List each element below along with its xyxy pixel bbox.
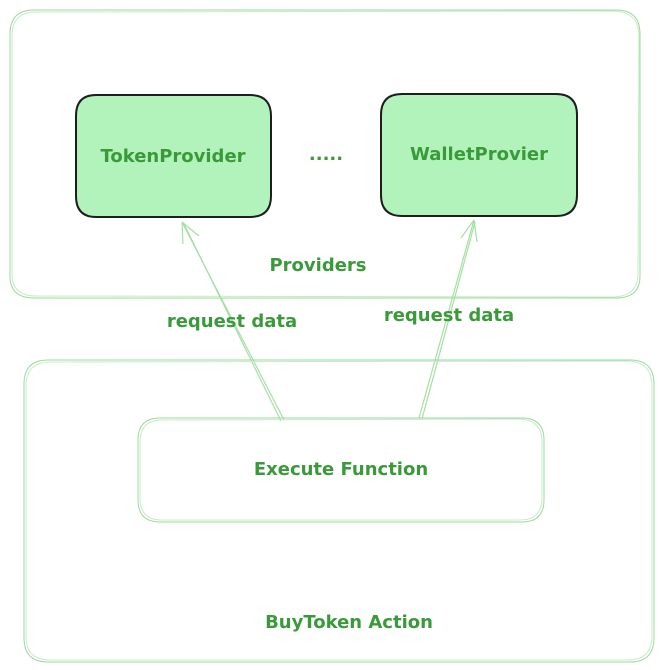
token-provider-box xyxy=(75,94,272,218)
action-group-border xyxy=(23,359,655,663)
execute-function-label: Execute Function xyxy=(254,459,428,480)
request-arrows: request data request data xyxy=(167,219,514,422)
token-provider-node[interactable]: TokenProvider xyxy=(75,94,272,218)
arrow-left-line-sketch xyxy=(183,223,282,422)
providers-group-border xyxy=(9,9,641,299)
providers-ellipsis: ..... xyxy=(309,144,343,165)
wallet-provider-box xyxy=(380,93,578,217)
token-provider-label: TokenProvider xyxy=(100,146,245,167)
execute-function-node[interactable]: Execute Function xyxy=(137,417,545,523)
execute-function-box xyxy=(137,417,545,523)
arrow-right-line xyxy=(418,219,475,419)
wallet-provider-node[interactable]: WalletProvier xyxy=(380,93,578,217)
arrow-right-head xyxy=(460,219,478,243)
arrow-left-head xyxy=(181,221,200,245)
buytoken-action-group: Execute Function BuyToken Action xyxy=(23,359,655,663)
arrow-to-wallet-provider[interactable]: request data xyxy=(384,219,514,420)
providers-group-border-sketch xyxy=(11,10,640,298)
arrow-to-token-provider[interactable]: request data xyxy=(167,221,297,422)
action-group-label: BuyToken Action xyxy=(265,612,433,633)
left-request-data-label: request data xyxy=(167,311,297,332)
arrow-right-line-sketch xyxy=(421,221,476,420)
action-group-border-sketch xyxy=(25,360,653,661)
providers-group-label: Providers xyxy=(269,255,366,276)
right-request-data-label: request data xyxy=(384,305,514,326)
providers-group: TokenProvider ..... WalletProvier Provid… xyxy=(9,9,641,299)
execute-function-box-sketch xyxy=(139,418,543,521)
wallet-provider-label: WalletProvier xyxy=(410,144,548,165)
